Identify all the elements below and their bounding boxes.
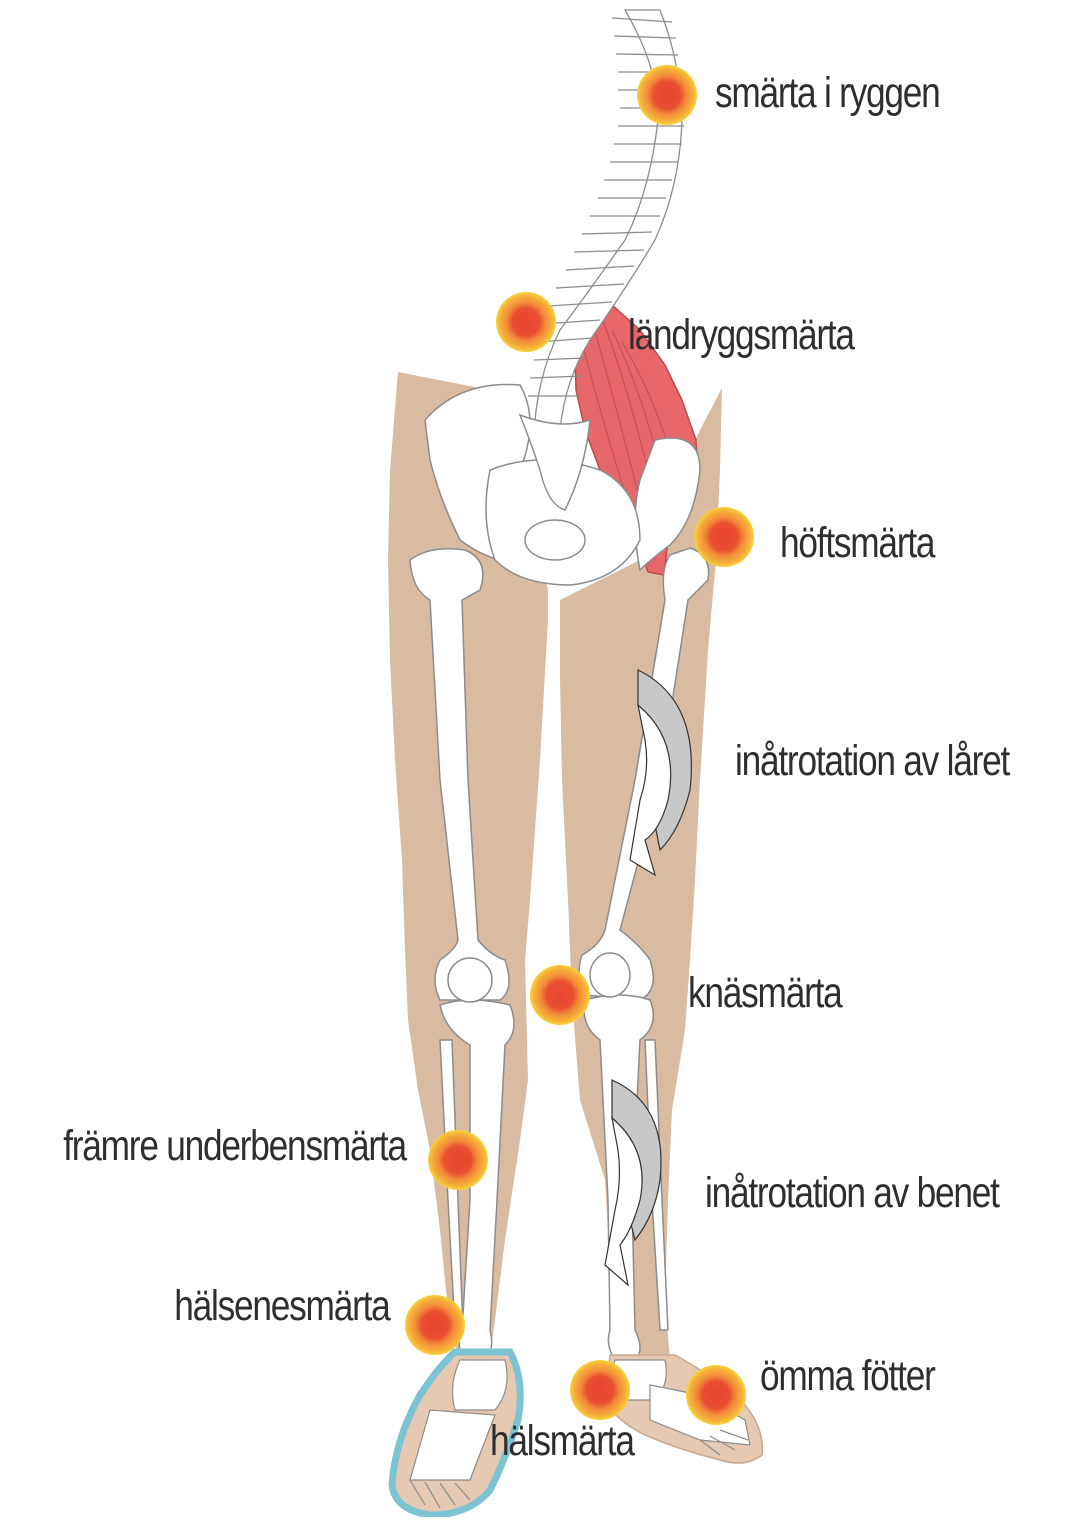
label-heel-pain: hälsmärta [490,1420,634,1463]
label-front-shin-pain: främre underbensmärta [63,1125,406,1168]
label-achilles-pain: hälsenesmärta [175,1285,390,1328]
label-back-pain: smärta i ryggen [715,72,940,115]
pain-marker-front-shin [428,1130,488,1190]
pain-marker-knee [530,965,590,1025]
label-sore-feet: ömma fötter [760,1355,935,1398]
label-leg-rotation: inåtrotation av benet [705,1172,999,1215]
pain-marker-hip [694,507,754,567]
label-hip-pain: höftsmärta [780,522,934,565]
label-lower-back-pain: ländryggsmärta [628,314,854,357]
pain-marker-sore-feet [686,1365,746,1425]
pain-marker-back [637,65,697,125]
label-thigh-rotation: inåtrotation av låret [735,740,1009,783]
pain-marker-achilles [405,1295,465,1355]
label-knee-pain: knäsmärta [688,972,842,1015]
pain-marker-heel [570,1360,630,1420]
pain-marker-lower-back [496,292,556,352]
